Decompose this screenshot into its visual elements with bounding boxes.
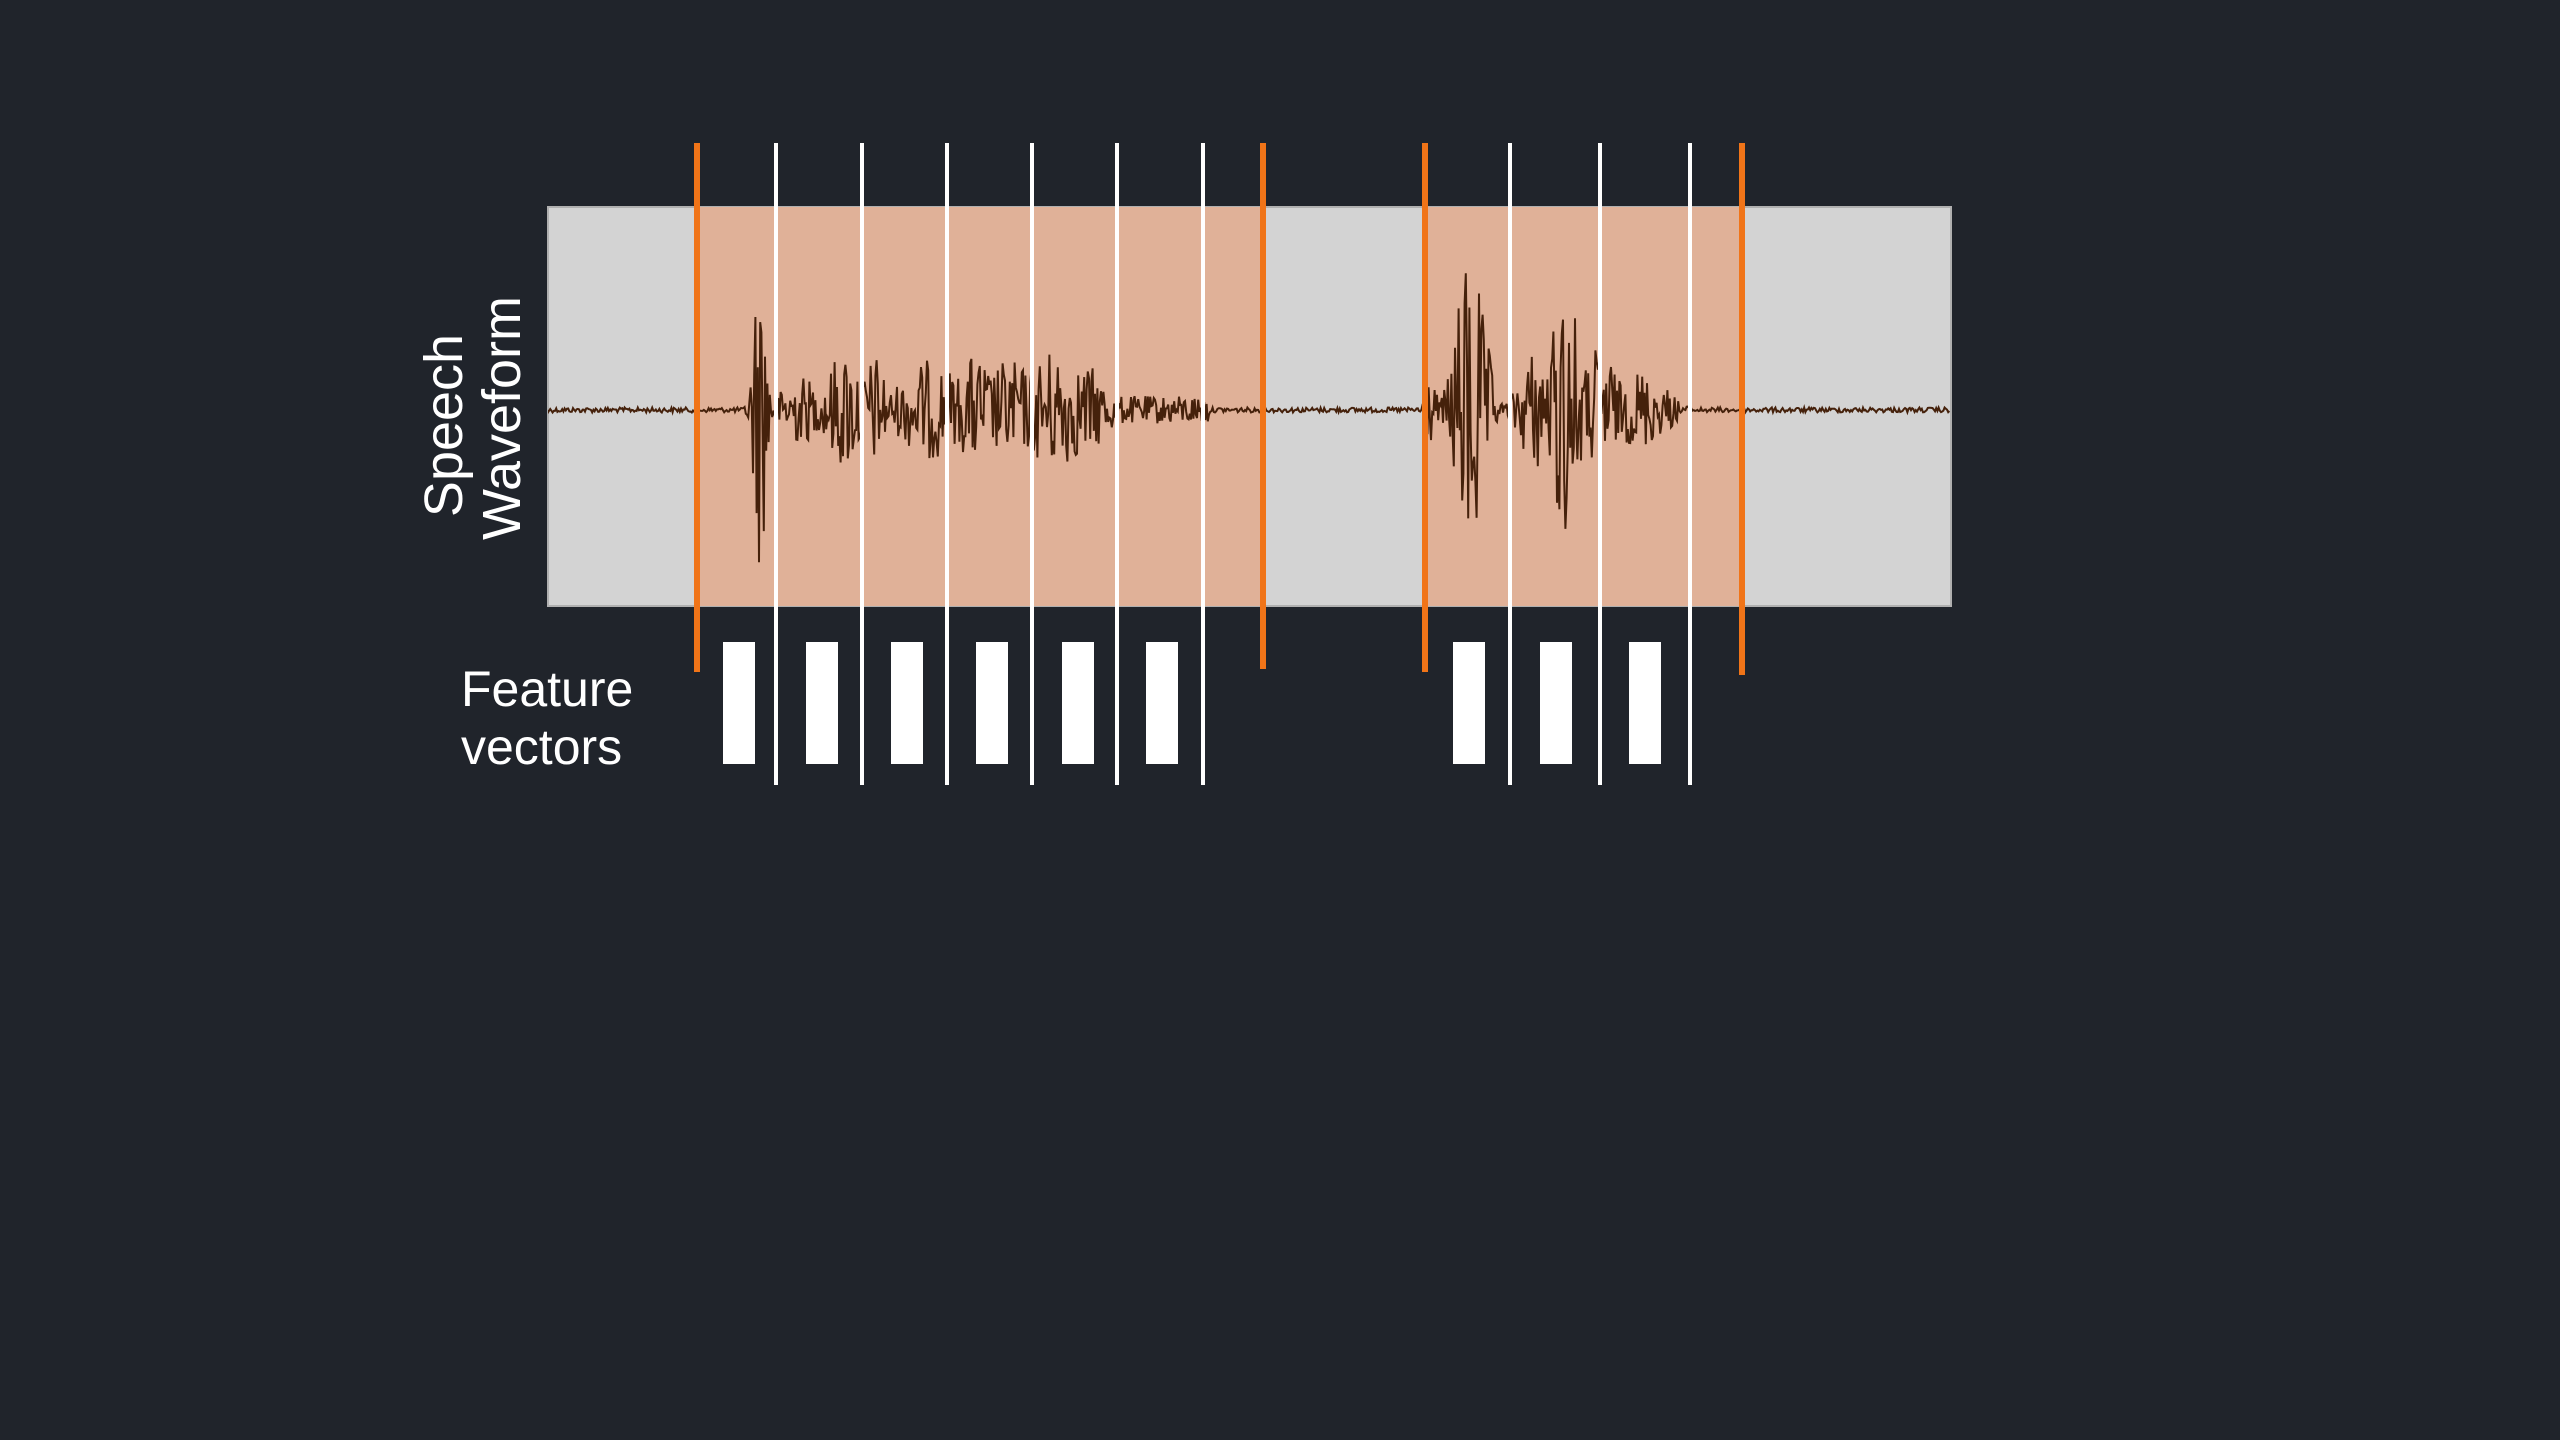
waveform-label-line2: Waveform: [472, 296, 532, 540]
speech-waveform: [548, 273, 1951, 563]
feature-vector-2-3: [1629, 642, 1661, 764]
feature-vector-1-2: [806, 642, 838, 764]
feature-vector-2-1: [1453, 642, 1485, 764]
feature-vector-2-2: [1540, 642, 1572, 764]
waveform-trace: [548, 273, 1951, 563]
waveform-label: Speech Waveform: [414, 296, 532, 540]
feature-vector-1-1: [723, 642, 755, 764]
feature-vectors-label-line2: vectors: [461, 719, 622, 775]
feature-vectors-label-line1: Feature: [461, 661, 633, 717]
feature-vector-1-6: [1146, 642, 1178, 764]
feature-vector-1-5: [1062, 642, 1094, 764]
waveform-label-line1: Speech: [414, 334, 474, 517]
frame-boundaries: [694, 143, 1745, 785]
feature-vector-1-3: [891, 642, 923, 764]
feature-vector-1-4: [976, 642, 1008, 764]
speech-segment-2-highlight: [1425, 207, 1742, 606]
feature-vectors-label: Feature vectors: [461, 661, 647, 775]
feature-vectors: [723, 642, 1661, 764]
